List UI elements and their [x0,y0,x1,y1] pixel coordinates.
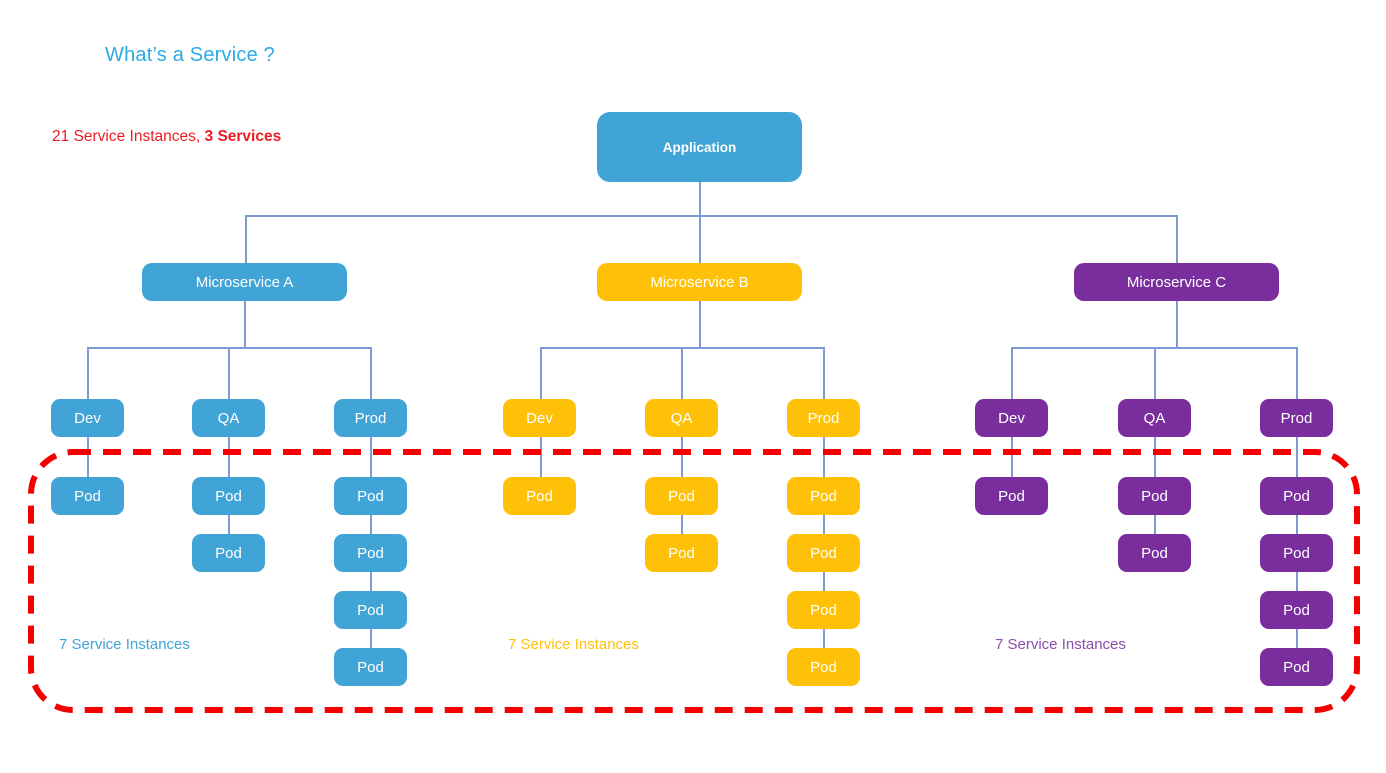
node-microservice-c: Microservice C [1074,263,1279,301]
connector-line [540,347,542,399]
connector-line [245,215,247,263]
node-pod-c-qa-2: Pod [1118,534,1191,572]
node-pod-c-qa-1: Pod [1118,477,1191,515]
connector-line [681,347,683,399]
node-pod-b-qa-2: Pod [645,534,718,572]
node-application: Application [597,112,802,182]
connector-line [699,182,701,215]
node-pod-b-prod-3: Pod [787,591,860,629]
page-title: What’s a Service ? [105,44,275,66]
node-env-b-qa: QA [645,399,718,437]
connector-line [699,301,701,347]
node-microservice-b: Microservice B [597,263,802,301]
node-pod-a-prod-3: Pod [334,591,407,629]
node-env-c-qa: QA [1118,399,1191,437]
node-env-a-prod: Prod [334,399,407,437]
connector-line [87,347,89,399]
summary-text: 21 Service Instances, 3 Services [52,128,281,146]
node-pod-a-prod-1: Pod [334,477,407,515]
connector-line [823,347,825,399]
node-pod-b-dev-1: Pod [503,477,576,515]
annotation-instances-c: 7 Service Instances [995,636,1126,653]
node-pod-a-prod-2: Pod [334,534,407,572]
connector-line [699,215,701,263]
connector-line [228,347,230,399]
connector-line [245,215,1177,217]
node-microservice-a: Microservice A [142,263,347,301]
connector-line [244,301,246,347]
node-env-c-prod: Prod [1260,399,1333,437]
annotation-instances-b: 7 Service Instances [508,636,639,653]
node-pod-a-prod-4: Pod [334,648,407,686]
node-env-a-dev: Dev [51,399,124,437]
node-pod-a-qa-2: Pod [192,534,265,572]
node-pod-b-prod-2: Pod [787,534,860,572]
node-pod-c-dev-1: Pod [975,477,1048,515]
node-pod-b-prod-1: Pod [787,477,860,515]
node-pod-c-prod-4: Pod [1260,648,1333,686]
node-pod-c-prod-3: Pod [1260,591,1333,629]
connector-line [1296,347,1298,399]
summary-normal: 21 Service Instances, [52,128,201,145]
connector-line [370,347,372,399]
connector-line [1011,347,1013,399]
node-pod-c-prod-2: Pod [1260,534,1333,572]
annotation-instances-a: 7 Service Instances [59,636,190,653]
node-env-c-dev: Dev [975,399,1048,437]
connector-line [1154,347,1156,399]
node-pod-b-prod-4: Pod [787,648,860,686]
node-pod-c-prod-1: Pod [1260,477,1333,515]
node-pod-a-dev-1: Pod [51,477,124,515]
node-pod-a-qa-1: Pod [192,477,265,515]
node-env-b-prod: Prod [787,399,860,437]
node-env-b-dev: Dev [503,399,576,437]
node-pod-b-qa-1: Pod [645,477,718,515]
node-env-a-qa: QA [192,399,265,437]
connector-line [1176,301,1178,347]
summary-bold: 3 Services [204,128,282,145]
connector-line [1176,215,1178,263]
